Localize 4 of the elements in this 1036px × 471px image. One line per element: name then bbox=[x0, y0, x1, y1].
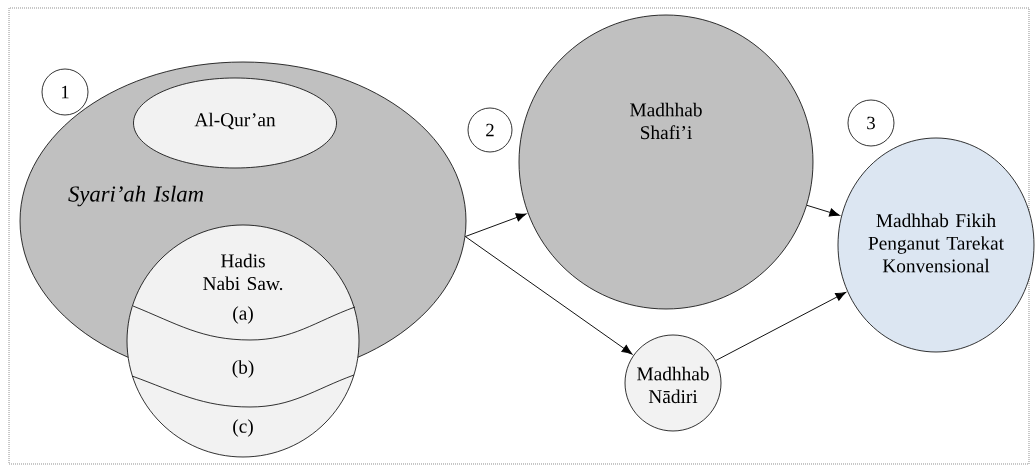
arrow bbox=[464, 213, 527, 237]
arrow bbox=[806, 204, 840, 217]
arrow bbox=[715, 291, 847, 361]
arrow bbox=[464, 236, 633, 355]
